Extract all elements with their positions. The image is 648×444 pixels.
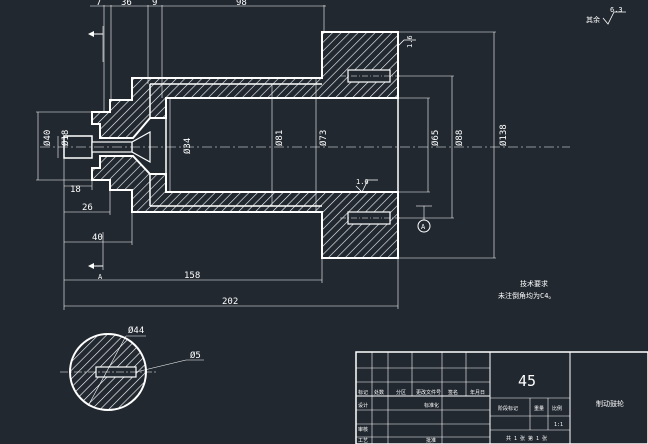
dim-top-4: 98 (236, 0, 247, 8)
dim-top-3: 9 (152, 0, 157, 8)
dim-right-1: Ø88 (454, 130, 465, 146)
roughness-symbol-bore (397, 39, 416, 47)
section-view-aa: Ø44 Ø5 (60, 325, 204, 411)
datum-circle (417, 219, 431, 233)
tb-label-design: 设计 (358, 402, 368, 409)
tb-label-review: 审核 (358, 426, 368, 433)
dim-bottom-2: 26 (82, 203, 93, 213)
roughness-value-bore: 1.6 (406, 35, 414, 48)
tb-label-count: 处数 (374, 389, 384, 396)
dim-bottom-4: 158 (184, 271, 200, 281)
inner-bore-outline (165, 97, 399, 193)
tb-sheet: 共 1 张 第 1 张 (506, 435, 547, 442)
dim-inner-2: Ø81 (274, 130, 285, 146)
tb-part-name: 制动鼓轮 (596, 399, 624, 408)
title-block-texts: 45 制动鼓轮 1:1 共 1 张 第 1 张 标记 处数 分区 更改文件号 签… (358, 372, 624, 444)
dim-top-2: 36 (121, 0, 132, 8)
section-label-bottom: A (98, 273, 103, 281)
roughness-symbol-bore2 (355, 179, 378, 193)
tb-label-std: 标准化 (424, 402, 439, 409)
tb-label-change: 更改文件号 (416, 389, 441, 396)
leader-dia-5 (135, 359, 187, 373)
notes-title: 技术要求 (520, 279, 548, 288)
dim-left-dia-1: Ø40 (42, 130, 53, 146)
tb-scale: 1:1 (554, 422, 563, 428)
roughness-symbol-general (602, 11, 626, 25)
dimension-texts: 7 36 9 98 Ø40 Ø18 Ø34 Ø81 Ø73 Ø65 Ø88 Ø1… (42, 0, 509, 307)
tb-label-date: 年月日 (470, 389, 485, 396)
dim-inner-4: Ø65 (430, 130, 441, 146)
dim-bottom-5: 202 (222, 297, 238, 307)
tb-label-zone: 分区 (396, 389, 406, 396)
dim-inner-1: Ø34 (182, 138, 193, 154)
title-block (355, 351, 648, 444)
dimension-lines (36, 5, 496, 310)
dim-left-dia-2: Ø18 (60, 130, 71, 146)
dim-top-1: 7 (96, 0, 101, 8)
section-arrowhead-top (88, 31, 94, 37)
cone-tip (131, 130, 151, 164)
dim-bottom-1: 18 (70, 185, 81, 195)
section-arrowhead-bottom (88, 263, 94, 269)
tb-label-weight: 重量 (534, 405, 544, 412)
roughness-note-label: 其余 (586, 15, 600, 24)
roughness-note-value: 6.3 (610, 6, 623, 14)
section-dia-hole: Ø5 (190, 350, 201, 361)
roughness-value-bore2: 1.6 (356, 178, 369, 186)
tb-label-ratio: 比例 (552, 405, 562, 412)
hatch-upper-wall (91, 31, 399, 139)
tb-label-stage: 阶段标记 (498, 405, 518, 412)
tb-label-approve: 批准 (426, 437, 436, 444)
section-dia-outer: Ø44 (128, 325, 144, 336)
hatch-lower-wall (91, 155, 399, 259)
tb-label-process: 工艺 (358, 438, 368, 444)
tb-material: 45 (518, 372, 536, 390)
tb-label-mark: 标记 (358, 389, 368, 396)
dim-bottom-3: 40 (92, 233, 103, 243)
tb-label-sign: 签名 (448, 389, 458, 396)
dim-inner-3: Ø73 (318, 130, 329, 146)
main-section-view (40, 31, 570, 259)
notes-line-1: 未注倒角均为C4。 (498, 291, 555, 300)
datum-label: A (421, 223, 426, 231)
dim-right-2: Ø138 (498, 124, 509, 146)
leader-dia-44 (87, 335, 127, 407)
